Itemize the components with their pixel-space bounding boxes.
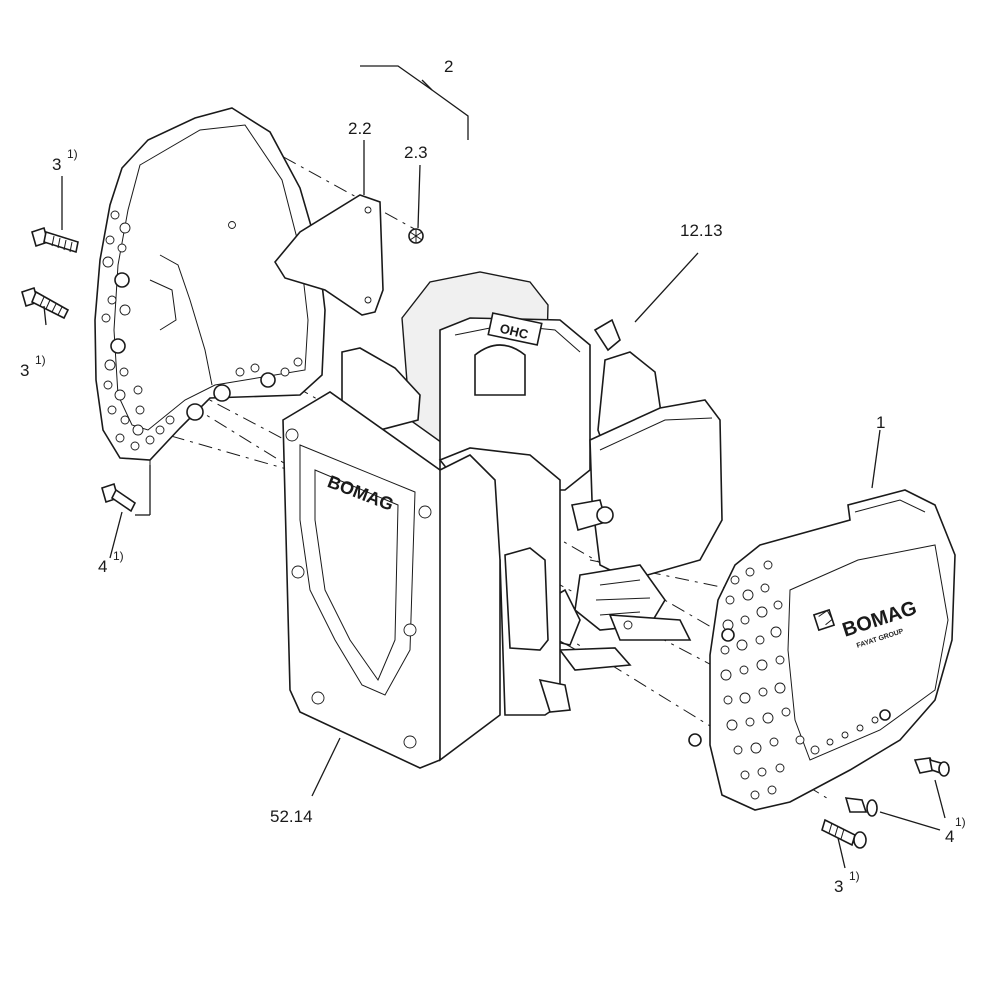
callout-group: 2 — [444, 57, 453, 76]
callout-bolt-bl-note: 1) — [113, 549, 124, 563]
bolt-bottom-left — [101, 482, 137, 513]
callout-bolt-r3: 3 — [834, 877, 843, 896]
nut-part — [408, 228, 424, 244]
bolt-right-top — [913, 757, 950, 777]
right-side-cover: BOMAG FAYAT GROUP — [688, 489, 956, 811]
callout-nut: 2.3 — [404, 143, 428, 162]
bolt-mid-left — [21, 286, 70, 320]
left-cover-perforations — [101, 210, 303, 451]
callout-bolt-tl-note: 1) — [67, 147, 78, 161]
engine-badge: OHC — [498, 321, 530, 343]
callout-bolt-tl: 3 — [52, 155, 61, 174]
bolt-right-bottom — [821, 818, 867, 849]
callout-engine: 12.13 — [680, 221, 723, 240]
leader-lines — [43, 65, 946, 869]
callout-bolt-bl: 4 — [98, 557, 107, 576]
cover-plate — [274, 194, 384, 316]
callout-plate: 2.2 — [348, 119, 372, 138]
bolt-right-mid — [844, 797, 878, 817]
callout-bolt-r1-note: 1) — [955, 815, 966, 829]
right-cover-perforations — [720, 560, 879, 800]
callout-cover-right: 1 — [876, 413, 885, 432]
callout-bolt-ml-note: 1) — [35, 353, 46, 367]
callout-bolt-ml: 3 — [20, 361, 29, 380]
frame-part: BOMAG — [282, 347, 571, 769]
bolt-top-left — [31, 226, 79, 254]
engine-assembly: OHC — [401, 271, 723, 671]
callout-bolt-r1: 4 — [945, 827, 954, 846]
callout-frame: 52.14 — [270, 807, 313, 826]
callout-bolt-r3-note: 1) — [849, 869, 860, 883]
left-side-cover — [94, 107, 326, 461]
callout-labels: 2 2.2 2.3 12.13 1 52.14 3 1) 3 1) 4 1) 1… — [20, 57, 966, 896]
